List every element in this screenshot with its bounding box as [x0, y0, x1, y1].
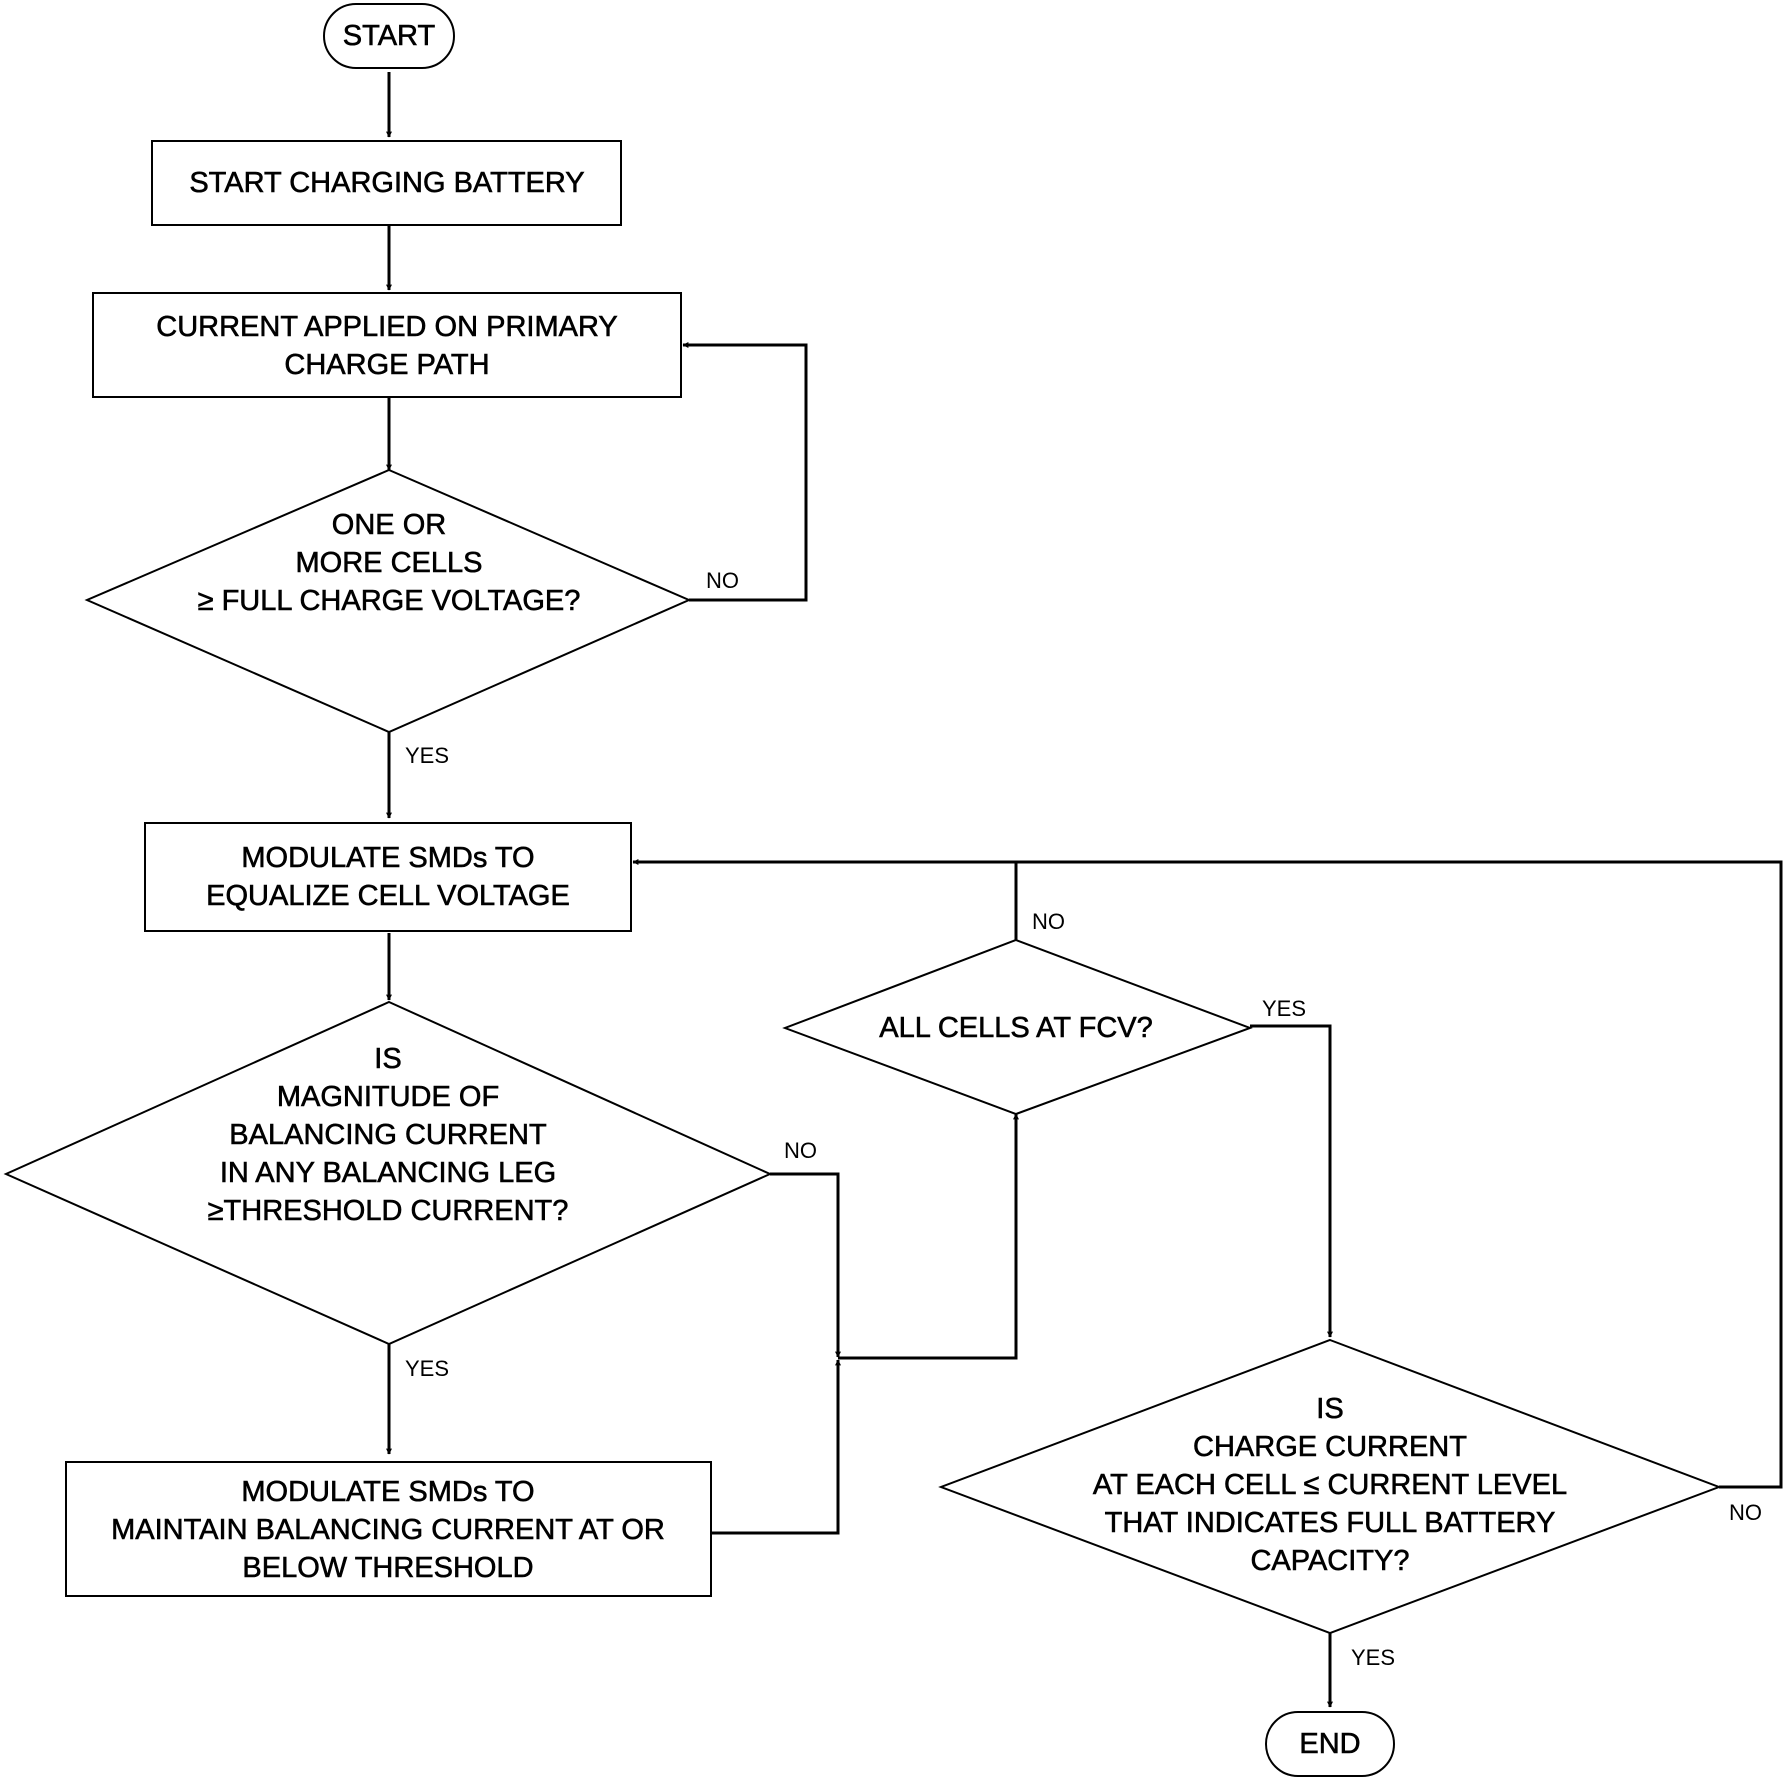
all-cells-diamond [782, 938, 1253, 1116]
decision-balancing-current: IS MAGNITUDE OF BALANCING CURRENT IN ANY BA… [3, 1000, 773, 1346]
charge-current-label: IS CHARGE CURRENT AT EACH CELL ≤ CURRENT L… [1093, 1393, 1567, 1577]
terminator-start: START [323, 3, 455, 69]
charge-current-line-4: THAT INDICATES FULL BATTERY [1105, 1507, 1556, 1539]
charge-current-line-5: CAPACITY? [1250, 1545, 1409, 1577]
maintain-box [65, 1461, 712, 1597]
cells-fcv-no-label: NO [706, 568, 739, 593]
arrow-balancing-no-to-junction [770, 1172, 841, 1358]
balancing-yes-label: YES [405, 1356, 449, 1381]
decision-all-cells-fcv: ALL CELLS AT FCV? [782, 938, 1253, 1116]
balancing-label: IS MAGNITUDE OF BALANCING CURRENT IN ANY BA… [208, 1043, 569, 1227]
balancing-check-line-1: IS [374, 1043, 401, 1075]
start-charging-box [151, 140, 622, 226]
maintain-line-3: BELOW THRESHOLD [242, 1552, 533, 1584]
all-cells-line-1: ALL CELLS AT FCV? [879, 1012, 1153, 1044]
all-cells-label: ALL CELLS AT FCV? [879, 1012, 1153, 1044]
primary-path-line-1: CURRENT APPLIED ON PRIMARY [156, 311, 617, 343]
branch-labels: NO YES NO YES NO YES NO YES [405, 568, 1762, 1670]
process-equalize: MODULATE SMDs TO EQUALIZE CELL VOLTAGE [144, 822, 632, 932]
primary-path-label: CURRENT APPLIED ON PRIMARY CHARGE PATH [156, 311, 617, 381]
cells-fcv-line-3: ≥ FULL CHARGE VOLTAGE? [198, 585, 581, 617]
all-cells-no-label: NO [1032, 909, 1065, 934]
equalize-line-2: EQUALIZE CELL VOLTAGE [206, 880, 570, 912]
cells-fcv-label: ONE OR MORE CELLS ≥ FULL CHARGE VOLTAGE? [198, 509, 581, 617]
process-start-charging: START CHARGING BATTERY [151, 140, 622, 226]
arrow-all-cells-yes-to-charge-check [1250, 1024, 1333, 1338]
decision-cells-full-charge: ONE OR MORE CELLS ≥ FULL CHARGE VOLTAGE? [84, 468, 692, 734]
balancing-check-line-4: IN ANY BALANCING LEG [220, 1157, 556, 1189]
all-cells-yes-label: YES [1262, 996, 1306, 1021]
process-maintain-balancing: MODULATE SMDs TO MAINTAIN BALANCING CURRE… [65, 1461, 712, 1597]
end-terminator-shape [1265, 1711, 1395, 1777]
equalize-line-1: MODULATE SMDs TO [241, 842, 534, 874]
maintain-label: MODULATE SMDs TO MAINTAIN BALANCING CURRE… [111, 1476, 665, 1584]
charge-current-line-3: AT EACH CELL ≤ CURRENT LEVEL [1093, 1469, 1567, 1501]
equalize-box [144, 822, 632, 932]
connectors [386, 72, 1783, 1708]
charge-current-diamond [938, 1338, 1722, 1635]
loop-no-to-primary-path [682, 342, 808, 602]
start-charging-line-1: START CHARGING BATTERY [189, 167, 584, 199]
maintain-line-1: MODULATE SMDs TO [241, 1476, 534, 1508]
balancing-check-line-2: MAGNITUDE OF [277, 1081, 499, 1113]
start-line-1: START [343, 20, 436, 52]
balancing-no-label: NO [784, 1138, 817, 1163]
charge-current-no-label: NO [1729, 1500, 1762, 1525]
start-label: START [343, 20, 436, 52]
start-charging-label: START CHARGING BATTERY [189, 167, 584, 199]
primary-path-line-2: CHARGE PATH [284, 349, 489, 381]
cells-fcv-line-2: MORE CELLS [296, 547, 483, 579]
charge-current-yes-label: YES [1351, 1645, 1395, 1670]
charge-current-line-1: IS [1316, 1393, 1343, 1425]
end-line-1: END [1299, 1728, 1360, 1760]
arrow-junction-to-all-cells-check [838, 1113, 1019, 1360]
arrow-maintain-to-junction [711, 1359, 841, 1535]
cells-fcv-diamond [84, 468, 692, 734]
balancing-diamond [3, 1000, 773, 1346]
start-terminator-shape [323, 3, 455, 69]
end-label: END [1299, 1728, 1360, 1760]
decision-charge-current: IS CHARGE CURRENT AT EACH CELL ≤ CURRENT L… [938, 1338, 1722, 1635]
charge-current-line-2: CHARGE CURRENT [1193, 1431, 1467, 1463]
primary-path-box [92, 292, 682, 398]
cells-fcv-yes-label: YES [405, 743, 449, 768]
loop-charge-check-no-to-equalize [1016, 860, 1783, 1489]
balancing-check-line-3: BALANCING CURRENT [229, 1119, 547, 1151]
equalize-label: MODULATE SMDs TO EQUALIZE CELL VOLTAGE [206, 842, 570, 912]
cells-fcv-line-1: ONE OR [332, 509, 446, 541]
arrow-all-cells-no-to-equalize [632, 859, 1018, 940]
process-primary-charge-path: CURRENT APPLIED ON PRIMARY CHARGE PATH [92, 292, 682, 398]
balancing-check-line-5: ≥THRESHOLD CURRENT? [208, 1195, 569, 1227]
terminator-end: END [1265, 1711, 1395, 1777]
maintain-line-2: MAINTAIN BALANCING CURRENT AT OR [111, 1514, 665, 1546]
